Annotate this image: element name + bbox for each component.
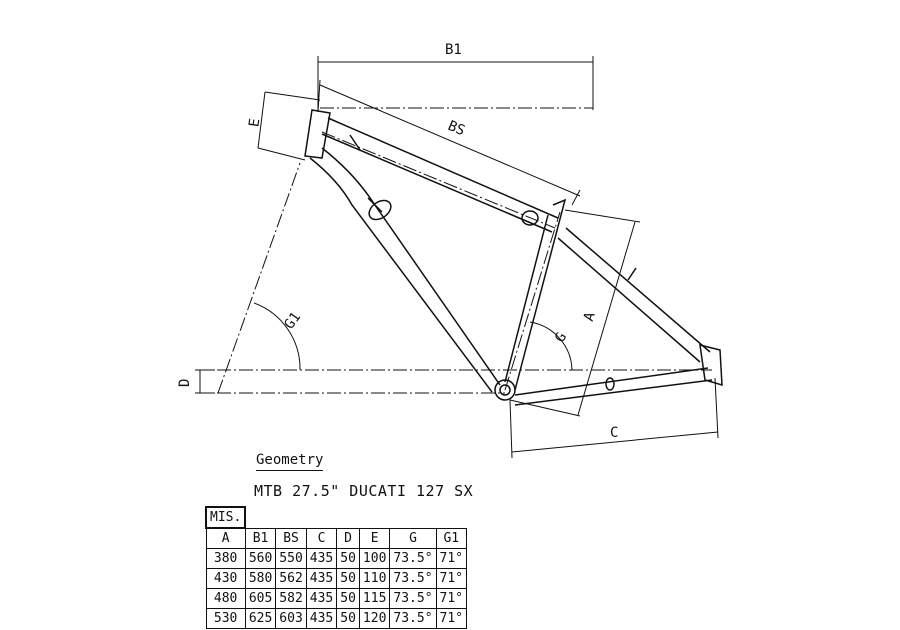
table-cell: 71° [435,548,468,569]
table-cell: 380 [205,548,246,569]
label-g1: G1 [281,309,304,332]
column-header: G [389,527,437,549]
column-header: G1 [435,527,468,549]
table-header-row: A B1 BS C D E G G1 [205,527,468,549]
dimension-labels: B1 BS E A C D G G1 [177,42,618,441]
table-cell: 435 [305,608,338,629]
table-cell: 73.5° [389,608,437,629]
seat-stay [557,227,711,363]
tube-joints [349,134,383,213]
down-tube [309,147,501,393]
label-d: D [177,379,193,387]
label-a: A [581,310,599,323]
table-cell: 480 [205,588,246,609]
top-tube [321,117,559,233]
table-cell: 110 [358,568,391,589]
column-header: D [336,527,360,549]
label-e: E [246,117,263,128]
dropout [699,344,723,387]
label-c: C [610,425,618,441]
table-cell: 50 [336,548,360,569]
table-cell: 115 [358,588,391,609]
table-cell: 73.5° [389,568,437,589]
table-cell: 100 [358,548,391,569]
table-cell: 530 [205,608,246,629]
label-bs: BS [445,118,467,139]
table-cell: 71° [435,608,468,629]
table-cell: 435 [305,548,338,569]
column-header: BS [275,527,307,549]
size-header: MIS. [204,506,247,529]
table-cell: 120 [358,608,391,629]
table-cell: 562 [275,568,307,589]
table-cell: 605 [244,588,277,609]
seat-tube [504,198,567,391]
centerlines [195,107,712,394]
table-cell: 73.5° [389,588,437,609]
table-cell: 73.5° [389,548,437,569]
geometry-title: Geometry [256,452,324,471]
table-cell: 550 [275,548,307,569]
label-b1: B1 [445,42,462,58]
table-cell: 560 [244,548,277,569]
table-cell: 50 [336,568,360,589]
table-cell: 603 [275,608,307,629]
bottom-bracket [494,379,516,401]
table-cell: 71° [435,588,468,609]
chain-stay [514,367,713,406]
dimension-lines [196,56,719,459]
label-g: G [552,330,570,345]
column-header: A [205,527,246,549]
column-header: E [358,527,391,549]
head-tube [304,109,331,159]
table-cell: 430 [205,568,246,589]
table-cell: 50 [336,608,360,629]
column-header: C [305,527,338,549]
table-cell: 435 [305,588,338,609]
column-header: B1 [244,527,277,549]
table-cell: 625 [244,608,277,629]
table-cell: 435 [305,568,338,589]
table-cell: 71° [435,568,468,589]
table-cell: 50 [336,588,360,609]
bike-frame [304,109,723,406]
table-cell: 582 [275,588,307,609]
table-cell: 580 [244,568,277,589]
model-name: MTB 27.5" DUCATI 127 SX [254,482,474,500]
